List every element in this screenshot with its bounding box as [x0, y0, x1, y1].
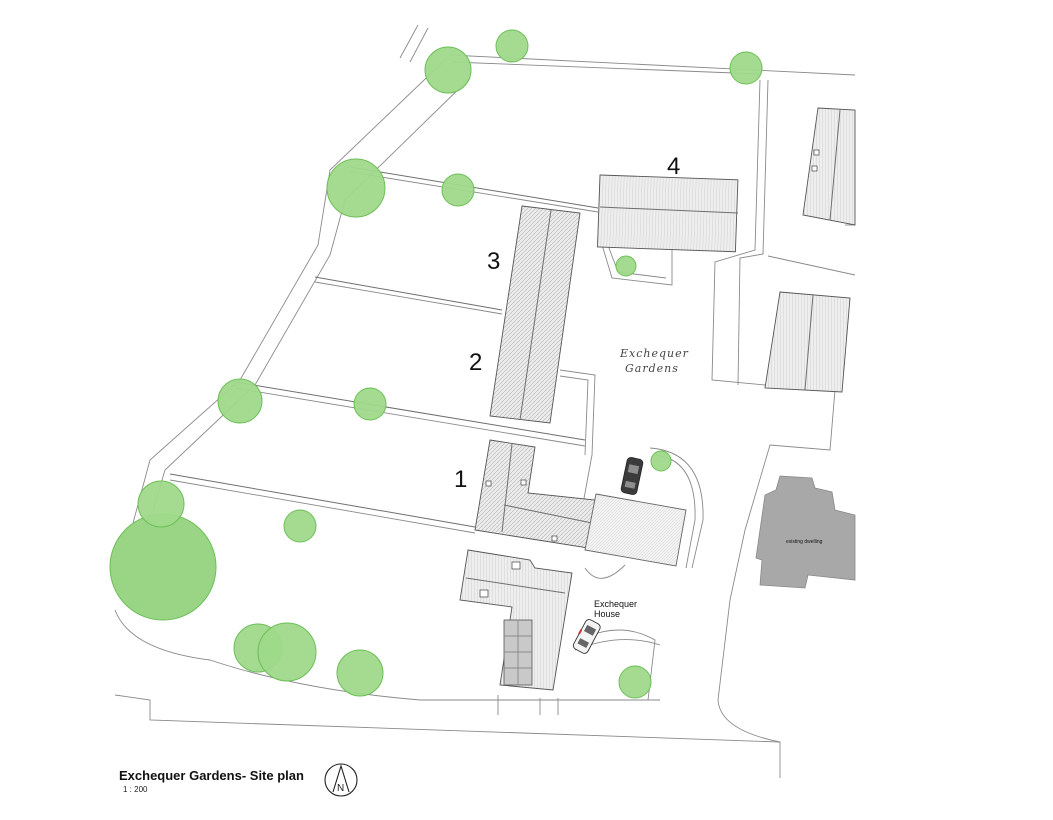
tree — [217, 378, 263, 424]
tree — [618, 665, 652, 699]
neighbour-building-north — [802, 107, 856, 226]
tree — [336, 649, 384, 697]
car-light — [572, 619, 601, 654]
house-label-line2: House — [594, 609, 620, 619]
garden-label-line1: Exchequer — [619, 347, 689, 360]
title-block: Exchequer Gardens- Site plan 1 : 200 — [119, 768, 304, 794]
building-1 — [474, 439, 687, 567]
tree — [283, 509, 317, 543]
plan-scale: 1 : 200 — [123, 785, 148, 794]
garden-label-line2: Gardens — [625, 362, 679, 375]
plot-number-3: 3 — [487, 248, 500, 275]
plot-number-1: 1 — [454, 466, 467, 493]
north-arrow-icon: N — [324, 763, 358, 797]
plan-title: Exchequer Gardens- Site plan — [119, 768, 304, 783]
car-dark — [620, 457, 644, 495]
north-label: N — [337, 783, 344, 794]
tree — [109, 513, 217, 621]
tree — [137, 480, 185, 528]
house-label-line1: Exchequer — [594, 599, 637, 609]
plot-number-4: 4 — [667, 153, 680, 180]
neighbour-building-east — [764, 291, 851, 393]
tree — [729, 51, 763, 85]
plot-number-2: 2 — [469, 349, 482, 376]
tree — [326, 158, 386, 218]
building-4 — [597, 174, 739, 253]
existing-dwelling: existing dwelling — [755, 475, 856, 589]
tree — [353, 387, 387, 421]
tree — [495, 29, 529, 63]
tree — [615, 255, 637, 277]
tree — [650, 450, 672, 472]
tree — [257, 622, 317, 682]
exchequer-house — [459, 549, 573, 691]
trees — [109, 29, 763, 699]
tree — [441, 173, 475, 207]
existing-dwelling-label: existing dwelling — [786, 539, 823, 545]
tree — [424, 46, 472, 94]
building-2-3 — [489, 205, 581, 424]
